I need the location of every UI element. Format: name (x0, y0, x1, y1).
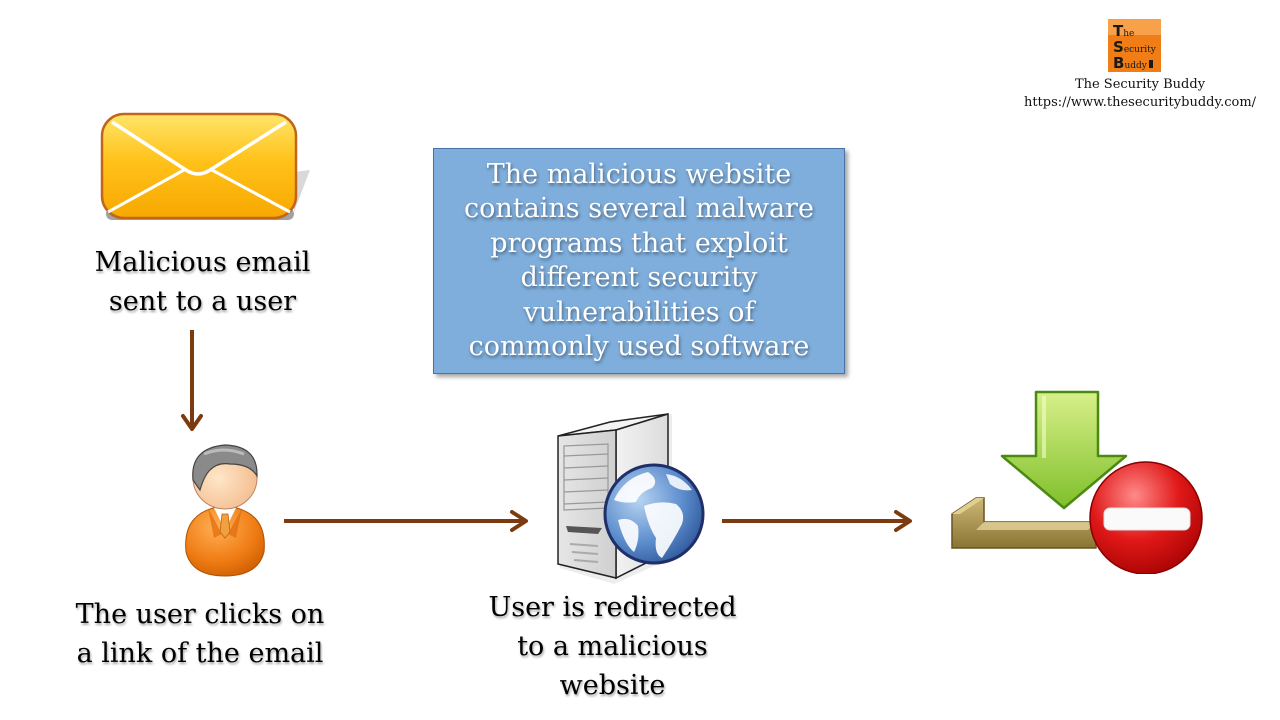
envelope-icon (100, 112, 310, 220)
download-blocked-icon (951, 390, 1203, 574)
info-line: programs that exploit (490, 227, 788, 259)
brand-logo: The Security Buddy (1108, 19, 1161, 72)
info-line: The malicious website (486, 158, 792, 190)
logo-line-3: Buddy (1113, 53, 1153, 72)
info-line: different security (520, 262, 758, 293)
arrow-right-2 (722, 510, 912, 532)
info-box: The malicious website contains several m… (433, 148, 845, 374)
step-label-click: The user clicks on a link of the email (75, 599, 325, 669)
step-label-redirect: User is redirected to a malicious websit… (488, 592, 737, 701)
brand-url[interactable]: https://www.thesecuritybuddy.com/ (1023, 95, 1257, 110)
brand-name: The Security Buddy (1074, 77, 1206, 92)
info-line: contains several malware (464, 193, 814, 224)
logo-line-1: The (1113, 22, 1135, 40)
info-line: commonly used software (468, 331, 810, 362)
user-icon (185, 444, 265, 577)
info-line: vulnerabilities of (523, 296, 755, 328)
arrow-right-1 (284, 510, 528, 532)
arrow-down (181, 330, 203, 431)
logo-line-2: Security (1113, 38, 1156, 56)
web-server-icon (557, 412, 705, 584)
step-label-email: Malicious email sent to a user (94, 247, 311, 317)
